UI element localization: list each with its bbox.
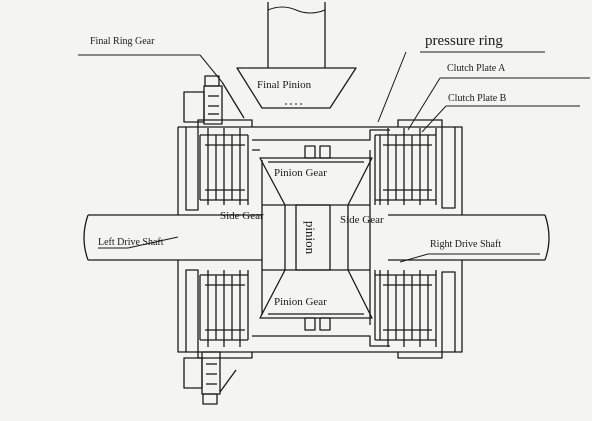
drive-shafts — [83, 214, 550, 261]
clutch-pack-right-top — [374, 128, 437, 205]
label-pinion-gear-bottom: Pinion Gear — [274, 296, 327, 308]
clutch-pack-left-bottom — [199, 270, 249, 347]
pinion-shaft — [284, 204, 349, 271]
label-final-ring-gear: Final Ring Gear — [90, 36, 155, 47]
label-left-drive-shaft: Left Drive Shaft — [98, 237, 164, 248]
label-side-gear-right: Side Gear — [340, 214, 384, 226]
final-pinion — [236, 2, 357, 109]
label-right-drive-shaft: Right Drive Shaft — [430, 239, 502, 250]
label-pinion: pinion — [303, 220, 319, 255]
clutch-pack-right-bottom — [374, 270, 437, 347]
final-ring-gear — [183, 75, 245, 125]
label-pressure-ring: pressure ring — [425, 33, 503, 49]
label-side-gear-left: Side Gear — [220, 210, 264, 222]
clutch-pack-left-top — [199, 128, 249, 205]
differential-case — [177, 119, 463, 359]
bottom-ring-gear — [183, 351, 237, 405]
leader-lines — [78, 51, 590, 263]
pressure-rings — [252, 129, 390, 347]
label-pinion-gear-top: Pinion Gear — [274, 167, 327, 179]
label-clutch-plate-b: Clutch Plate B — [448, 93, 507, 104]
label-final-pinion: Final Pinion — [257, 79, 312, 91]
label-clutch-plate-a: Clutch Plate A — [447, 63, 506, 74]
